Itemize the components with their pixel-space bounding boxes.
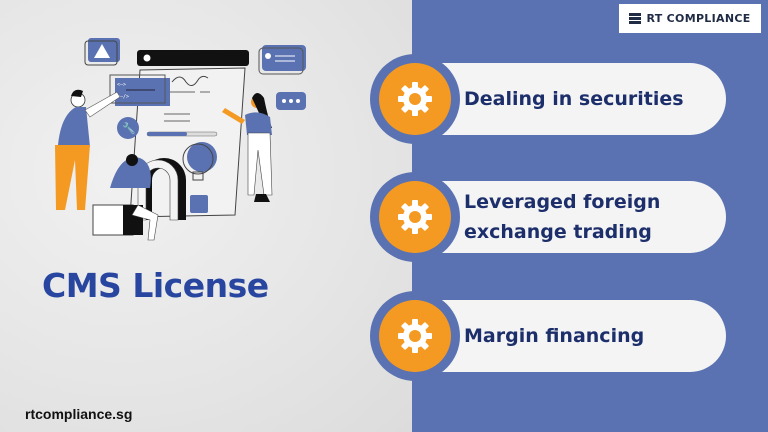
logo-mark-icon [629, 13, 642, 24]
svg-text:🔧: 🔧 [122, 121, 136, 135]
svg-text:<—/>: <—/> [117, 94, 129, 100]
activity-label-line2: exchange trading [464, 221, 652, 243]
gear-icon [379, 300, 451, 372]
activity-pill [420, 300, 726, 372]
activity-item-margin-financing: Margin financing [370, 291, 726, 381]
team-collaboration-illustration: <—> <—/> 🔧 [55, 38, 306, 241]
activity-label: Leveraged foreign exchange trading [464, 172, 660, 262]
brand-logo: RT COMPLIANCE [619, 4, 761, 33]
svg-text:<—>: <—> [117, 82, 126, 88]
activity-item-leveraged-fx: Leveraged foreign exchange trading [370, 172, 726, 262]
page-title: CMS License [42, 266, 269, 305]
activity-label-line1: Leveraged foreign [464, 191, 661, 213]
activity-label: Margin financing [464, 325, 645, 347]
gear-icon [379, 181, 451, 253]
activity-pill [420, 63, 726, 135]
activity-item-dealing-securities: Dealing in securities [370, 54, 726, 144]
gear-icon [379, 63, 451, 135]
logo-text: RT COMPLIANCE [646, 12, 751, 25]
website-url: rtcompliance.sg [25, 406, 133, 422]
left-panel: <—> <—/> 🔧 [0, 0, 412, 432]
activity-label: Dealing in securities [464, 88, 684, 110]
activity-pill [420, 181, 726, 253]
